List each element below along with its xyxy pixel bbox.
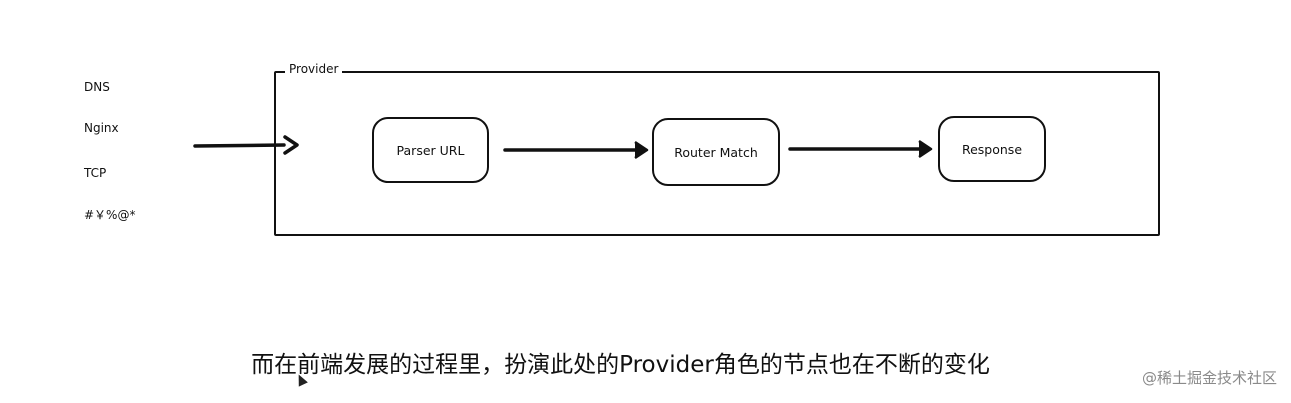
label-nginx: Nginx [84,121,119,135]
watermark: @稀土掘金技术社区 [1141,369,1277,387]
label-symbols: #￥%@* [84,208,136,222]
subtitle-caption: 而在前端发展的过程里，扮演此处的Provider角色的节点也在不断的变化 [251,352,990,378]
provider-frame [274,71,1160,236]
node-response: Response [938,116,1046,182]
node-router-match-label: Router Match [674,144,758,160]
provider-frame-title: Provider [285,62,343,76]
label-dns: DNS [84,80,110,94]
node-parser-url-label: Parser URL [396,142,465,158]
node-parser-url: Parser URL [372,117,489,183]
label-tcp: TCP [84,166,107,180]
node-response-label: Response [961,141,1023,157]
node-router-match: Router Match [652,118,780,186]
